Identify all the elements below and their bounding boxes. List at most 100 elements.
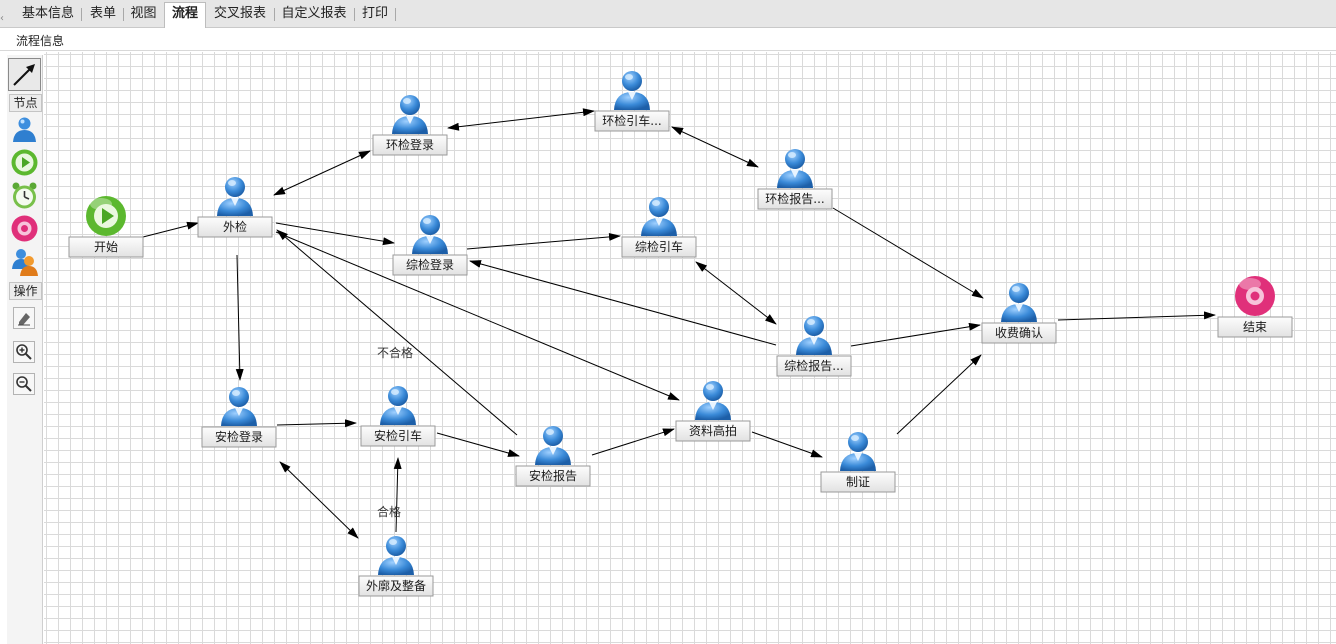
edge-line[interactable] xyxy=(695,261,777,325)
edge-ziliao-to-zhizheng[interactable] xyxy=(751,431,823,458)
tab-view[interactable]: 视图 xyxy=(130,6,157,21)
user-task-icon xyxy=(217,177,253,216)
eraser-icon[interactable] xyxy=(13,307,35,329)
node-zongjian_reg[interactable]: 综检登录 xyxy=(392,215,468,276)
edge-zongjian_rep-to-zongjian_reg[interactable] xyxy=(469,260,777,346)
node-label: 环检引车... xyxy=(602,113,661,128)
edge-line[interactable] xyxy=(469,260,777,346)
node-label-box xyxy=(594,110,670,132)
node-zongjian_car[interactable]: 综检引车 xyxy=(621,197,697,258)
node-label: 资料高拍 xyxy=(689,423,737,438)
node-label-box xyxy=(675,420,751,442)
edge-fee-to-end[interactable] xyxy=(1057,311,1216,321)
timer-node-icon[interactable] xyxy=(10,181,39,210)
edge-line[interactable] xyxy=(751,431,823,458)
node-anjian_car[interactable]: 安检引车 xyxy=(360,386,436,447)
end-node-icon[interactable] xyxy=(10,214,39,243)
edge-line[interactable] xyxy=(235,254,244,381)
tab-separator xyxy=(354,8,355,21)
edge-line[interactable] xyxy=(276,229,518,436)
tab-separator xyxy=(274,8,275,21)
edge-zhizheng-to-fee[interactable] xyxy=(896,354,982,435)
start-node-icon[interactable] xyxy=(10,148,39,177)
node-fee[interactable]: 收费确认 xyxy=(981,283,1057,344)
edge-zongjian_reg-to-zongjian_car[interactable] xyxy=(466,232,621,250)
edge-line[interactable] xyxy=(466,232,621,250)
node-huanjian_reg[interactable]: 环检登录 xyxy=(372,95,448,156)
tab-basic-info[interactable]: 基本信息 xyxy=(21,6,74,21)
edge-waijian-to-huanjian_reg[interactable] xyxy=(273,150,371,196)
node-huanjian_rep[interactable]: 环检报告... xyxy=(757,149,833,210)
edge-line[interactable] xyxy=(896,354,982,435)
node-zongjian_rep[interactable]: 综检报告... xyxy=(776,316,852,377)
edge-line[interactable] xyxy=(447,108,595,131)
node-label: 外廓及整备 xyxy=(366,578,426,593)
node-label: 综检报告... xyxy=(784,358,843,373)
node-waimo[interactable]: 外廓及整备 xyxy=(358,536,434,597)
edge-anjian_reg-to-anjian_car[interactable] xyxy=(276,419,357,428)
edge-huanjian_rep-to-fee[interactable] xyxy=(832,207,984,299)
edge-line[interactable] xyxy=(591,428,675,456)
node-zhizheng[interactable]: 制证 xyxy=(820,432,896,493)
edge-waijian-to-anjian_reg[interactable] xyxy=(235,254,244,381)
multi-user-task-icon[interactable] xyxy=(10,247,39,276)
edge-waijian-to-zongjian_reg[interactable] xyxy=(275,222,395,246)
node-label-box xyxy=(515,465,591,487)
edge-huanjian_car-to-huanjian_rep[interactable] xyxy=(671,126,759,168)
edge-line[interactable] xyxy=(671,126,759,168)
node-label-box xyxy=(820,471,896,493)
user-task-icon xyxy=(535,426,571,465)
edge-zongjian_rep-to-fee[interactable] xyxy=(850,322,981,347)
edge-line[interactable] xyxy=(142,221,199,238)
edge-anjian_rep-to-ziliao[interactable] xyxy=(591,428,675,456)
tab-cross-report[interactable]: 交叉报表 xyxy=(213,6,266,21)
edge-anjian_rep-to-waijian[interactable]: 不合格 xyxy=(276,229,518,436)
user-task-icon[interactable] xyxy=(10,115,39,144)
node-anjian_rep[interactable]: 安检报告 xyxy=(515,426,591,487)
tab-custom-report[interactable]: 自定义报表 xyxy=(281,6,347,21)
node-label-box xyxy=(621,236,697,258)
tab-print[interactable]: 打印 xyxy=(361,6,388,21)
edge-line[interactable] xyxy=(276,419,357,428)
tab-form[interactable]: 表单 xyxy=(89,6,116,21)
start-node-icon xyxy=(86,196,126,236)
node-end[interactable]: 结束 xyxy=(1217,276,1293,338)
edge-waimo-to-anjian_car[interactable]: 合格 xyxy=(377,457,402,533)
edge-line[interactable] xyxy=(436,432,520,457)
node-waijian[interactable]: 外检 xyxy=(197,177,273,238)
user-task-icon xyxy=(614,71,650,110)
node-label: 制证 xyxy=(846,475,870,489)
tab-bar: ‹ 基本信息 表单 视图 流程 交叉报表 自定义报表 打印 xyxy=(0,0,1336,28)
node-label-box xyxy=(392,254,468,276)
edge-line[interactable] xyxy=(275,222,395,246)
node-anjian_reg[interactable]: 安检登录 xyxy=(201,387,277,448)
zoom-in-icon[interactable] xyxy=(13,341,35,363)
tab-separator xyxy=(81,8,82,21)
user-task-icon xyxy=(1001,283,1037,322)
edge-waijian-to-ziliao[interactable] xyxy=(275,231,680,401)
edge-anjian_reg-to-waimo[interactable] xyxy=(279,461,359,539)
edge-line[interactable] xyxy=(832,207,984,299)
edge-label: 不合格 xyxy=(377,345,413,360)
edge-line[interactable] xyxy=(273,150,371,196)
edge-line[interactable] xyxy=(275,231,680,401)
select-arrow-icon[interactable] xyxy=(8,58,41,91)
edge-line[interactable] xyxy=(850,322,981,347)
node-huanjian_car[interactable]: 环检引车... xyxy=(594,71,670,132)
zoom-out-icon[interactable] xyxy=(13,373,35,395)
tab-flow[interactable]: 流程 xyxy=(164,2,206,28)
edge-line[interactable] xyxy=(279,461,359,539)
edge-line[interactable] xyxy=(1057,311,1216,321)
node-ziliao[interactable]: 资料高拍 xyxy=(675,381,751,442)
node-start[interactable]: 开始 xyxy=(68,196,144,258)
edge-zongjian_car-to-zongjian_rep[interactable] xyxy=(695,261,777,325)
edge-line[interactable] xyxy=(393,457,402,533)
edge-start-to-waijian[interactable] xyxy=(142,221,199,238)
edge-huanjian_reg-to-huanjian_car[interactable] xyxy=(447,108,595,131)
toolbox: 节点 操作 xyxy=(7,55,43,644)
node-label: 安检报告 xyxy=(529,468,577,483)
node-label: 综检登录 xyxy=(406,257,454,272)
user-task-icon xyxy=(221,387,257,426)
edge-anjian_car-to-anjian_rep[interactable] xyxy=(436,432,520,457)
